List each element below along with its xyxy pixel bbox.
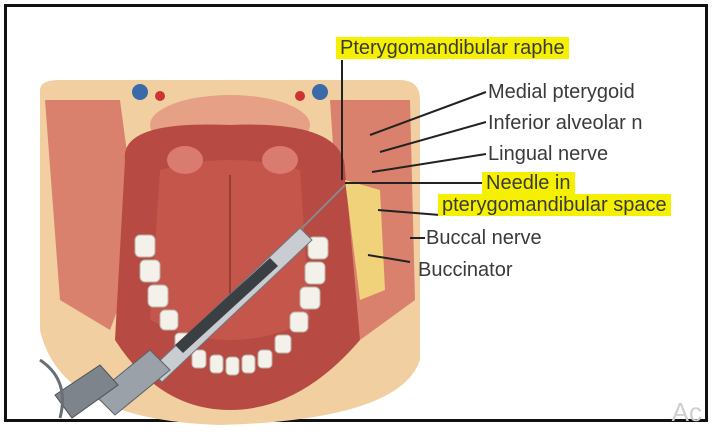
label-pterygomandibular-space: pterygomandibular space: [438, 193, 671, 217]
label-inferior-alveolar: Inferior alveolar n: [488, 111, 643, 135]
label-medial-pterygoid: Medial pterygoid: [488, 80, 635, 104]
label-pterygomandibular-raphe: Pterygomandibular raphe: [336, 36, 569, 60]
label-lingual-nerve: Lingual nerve: [488, 142, 608, 166]
watermark: Ac: [672, 397, 702, 428]
label-buccal-nerve: Buccal nerve: [426, 226, 542, 250]
label-buccinator: Buccinator: [418, 258, 513, 282]
label-needle-in: Needle in: [482, 171, 575, 195]
